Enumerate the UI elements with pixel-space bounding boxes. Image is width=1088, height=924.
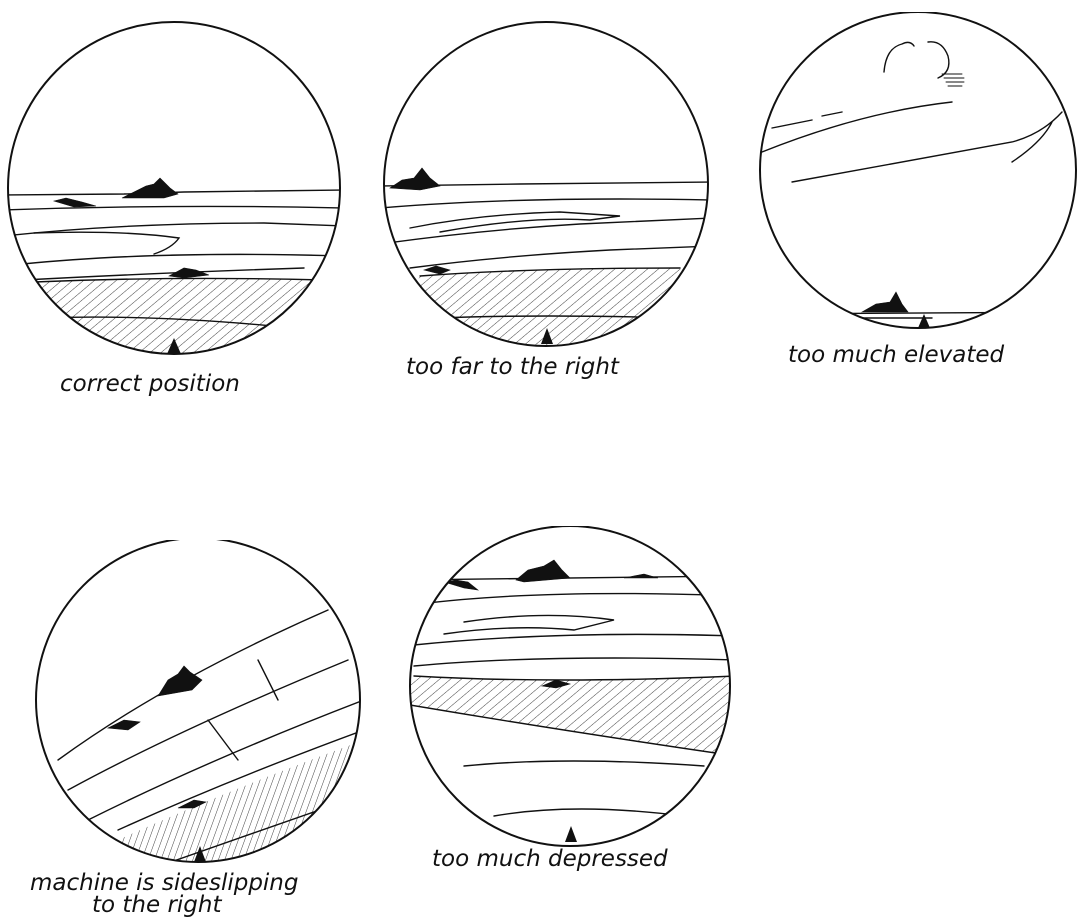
caption-sideslipping-line1: machine is sideslipping	[30, 872, 299, 894]
caption-too-much-depressed: too much depressed	[432, 848, 668, 870]
view-too-much-depressed	[404, 526, 736, 858]
view-too-much-elevated	[752, 12, 1088, 348]
caption-too-far-right: too far to the right	[406, 356, 619, 378]
view-correct-position	[4, 18, 344, 358]
caption-sideslipping-line2: to the right	[92, 894, 222, 916]
panel-sideslipping: machine is sideslipping to the right	[28, 540, 364, 924]
caption-too-much-elevated: too much elevated	[788, 344, 1004, 366]
panel-correct-position: correct position	[4, 18, 344, 358]
caption-correct-position: correct position	[60, 373, 240, 395]
panel-too-much-elevated: too much elevated	[752, 12, 1088, 348]
view-sideslipping	[28, 540, 364, 880]
panel-too-much-depressed: too much depressed	[404, 526, 736, 876]
panel-too-far-right: too far to the right	[380, 18, 712, 358]
view-too-far-right	[380, 18, 712, 358]
